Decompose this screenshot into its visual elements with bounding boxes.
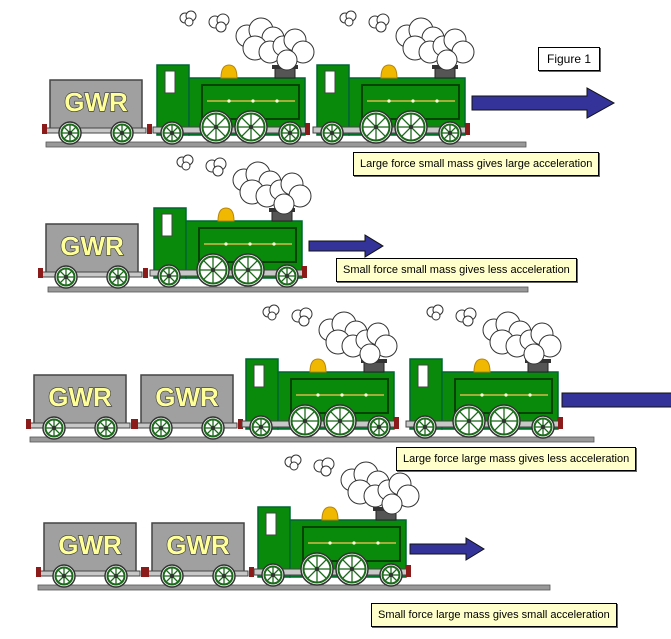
figure-label: Figure 1: [538, 47, 600, 71]
wheel: [413, 415, 437, 439]
scene-3: GWR GWR: [26, 304, 671, 443]
wagon-label: GWR: [58, 530, 122, 560]
steam-dome: [217, 207, 235, 222]
wheel: [487, 404, 521, 438]
wheel: [438, 121, 462, 145]
cab-window: [164, 70, 176, 94]
wheel: [359, 110, 393, 144]
scene-2: GWR: [38, 154, 529, 293]
wheel: [199, 110, 233, 144]
wheel: [160, 564, 184, 588]
wheel: [278, 121, 302, 145]
caption-scene-4: Small force large mass gives small accel…: [371, 603, 617, 627]
rail-track: [29, 436, 595, 443]
wagon: GWR: [144, 522, 254, 588]
wagon-label: GWR: [64, 87, 128, 117]
engine: [312, 64, 470, 145]
caption-scene-1: Large force small mass gives large accel…: [353, 152, 600, 176]
wagon: GWR: [26, 374, 136, 440]
wheel: [106, 265, 130, 289]
force-arrow-large: [471, 87, 616, 119]
wheel: [394, 110, 428, 144]
wheel: [58, 121, 82, 145]
cab-window: [253, 364, 265, 388]
wagon: GWR: [38, 223, 148, 289]
wheel: [94, 416, 118, 440]
wheel: [531, 415, 555, 439]
cab-window: [324, 70, 336, 94]
engine: [241, 358, 399, 439]
wheel: [157, 264, 181, 288]
caption-scene-3: Large force large mass gives less accele…: [396, 447, 637, 471]
steam-cloud: [176, 154, 312, 215]
wheel: [201, 416, 225, 440]
wheel: [110, 121, 134, 145]
engine: [253, 506, 411, 587]
wheel: [104, 564, 128, 588]
wheel: [212, 564, 236, 588]
wagon-label: GWR: [155, 382, 219, 412]
wagon-label: GWR: [48, 382, 112, 412]
engine: [149, 207, 307, 288]
wagon-label: GWR: [60, 231, 124, 261]
wheel: [275, 264, 299, 288]
wheel: [288, 404, 322, 438]
force-arrow-small: [308, 234, 384, 258]
wagon: GWR: [42, 79, 152, 145]
cab-window: [161, 213, 173, 237]
steam-dome: [380, 64, 398, 79]
wagon-label: GWR: [166, 530, 230, 560]
caption-scene-2: Small force small mass gives less accele…: [336, 258, 577, 282]
wheel: [52, 564, 76, 588]
wheel: [335, 552, 369, 586]
steam-dome: [220, 64, 238, 79]
wheel: [234, 110, 268, 144]
steam-dome: [321, 506, 339, 521]
wheel: [261, 563, 285, 587]
engine: [405, 358, 563, 439]
engine: [152, 64, 310, 145]
steam-dome: [309, 358, 327, 373]
wheel: [379, 563, 403, 587]
steam-cloud: [339, 10, 475, 71]
scene-1: GWR: [42, 10, 616, 148]
rail-track: [37, 584, 551, 591]
steam-cloud: [426, 304, 562, 365]
cab-window: [417, 364, 429, 388]
wheel: [320, 121, 344, 145]
wheel: [231, 253, 265, 287]
wagon: GWR: [36, 522, 146, 588]
steam-cloud: [262, 304, 398, 365]
wagon: GWR: [133, 374, 243, 440]
wheel: [323, 404, 357, 438]
wheel: [54, 265, 78, 289]
force-arrow-small: [409, 537, 485, 561]
wheel: [249, 415, 273, 439]
steam-cloud: [284, 454, 420, 515]
wheel: [149, 416, 173, 440]
force-arrow-large: [561, 392, 671, 408]
wheel: [452, 404, 486, 438]
wheel: [42, 416, 66, 440]
wheel: [160, 121, 184, 145]
wheel: [300, 552, 334, 586]
wheel: [367, 415, 391, 439]
wheel: [196, 253, 230, 287]
scene-4: GWR GWR: [36, 454, 551, 591]
cab-window: [265, 512, 277, 536]
steam-dome: [473, 358, 491, 373]
steam-cloud: [179, 10, 315, 71]
